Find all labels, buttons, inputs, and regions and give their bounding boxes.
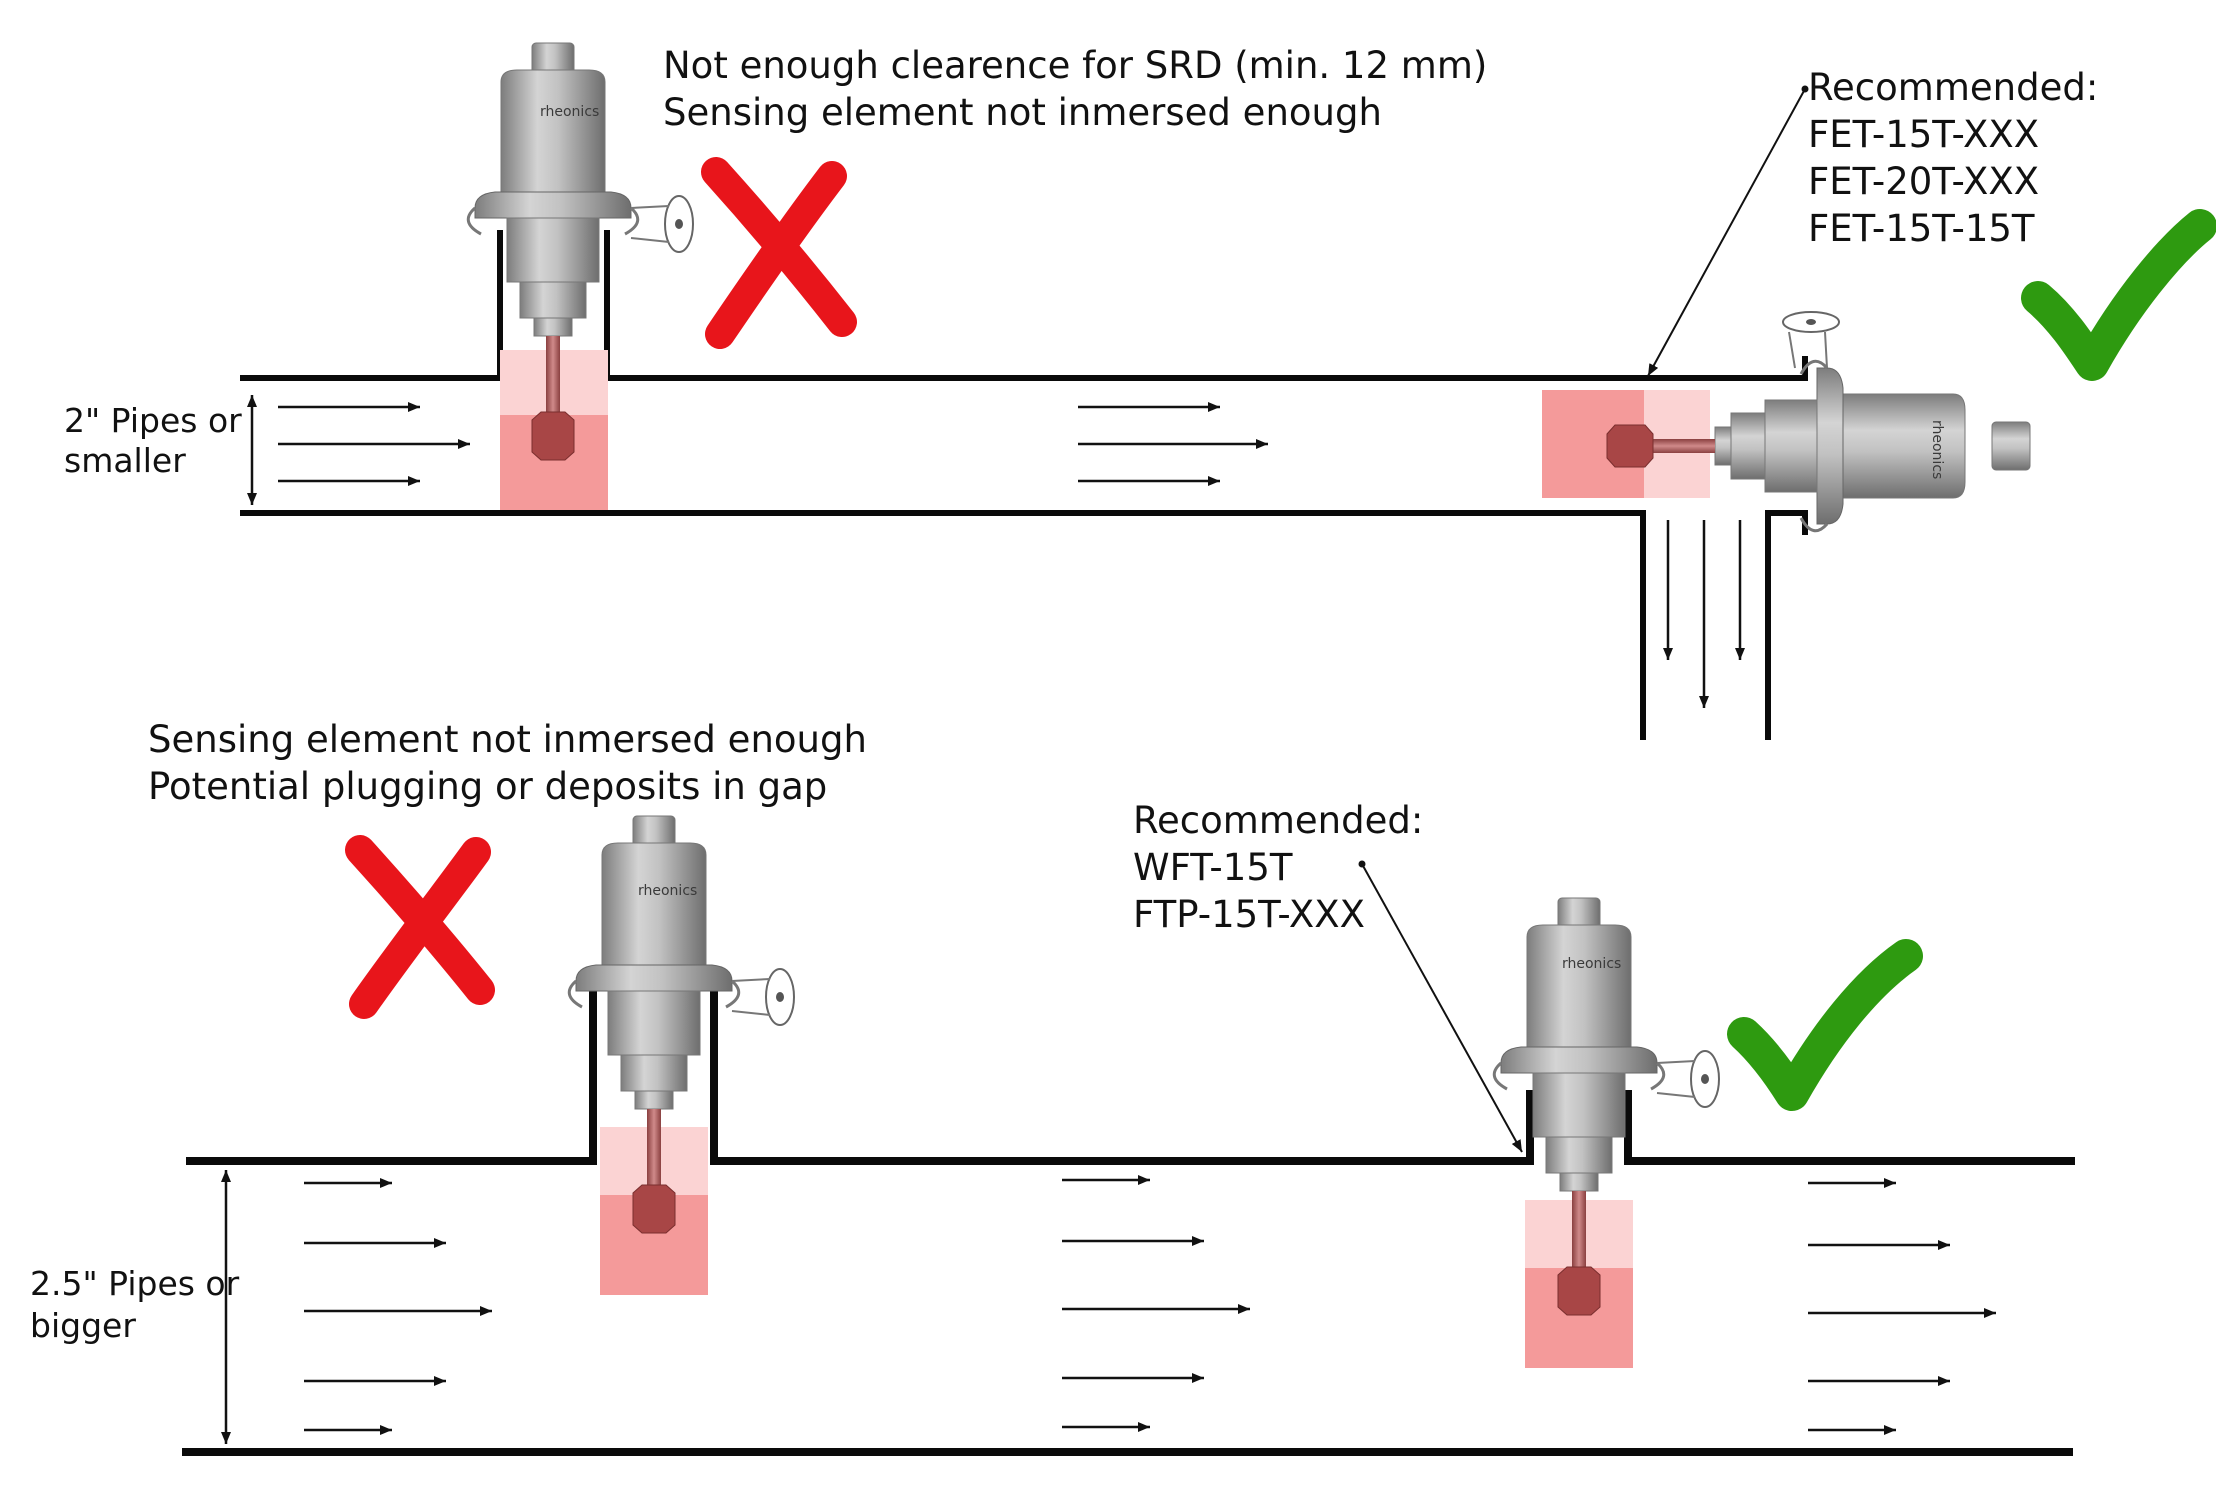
text-line: FET-20T-XXX [1808, 160, 2039, 203]
text-line: FTP-15T-XXX [1133, 893, 1365, 936]
text-line: FET-15T-XXX [1808, 113, 2039, 156]
green-check-icon [1727, 939, 1923, 1111]
text-line: Not enough clearence for SRD (min. 12 mm… [663, 44, 1487, 87]
top-good-sensor-brand: rheonics [1929, 420, 1945, 479]
text-line: Recommended: [1133, 799, 1423, 842]
top-flow-arrows [278, 402, 1745, 708]
text-line: 2.5" Pipes or [30, 1264, 240, 1303]
green-check-icon [2021, 209, 2216, 381]
bottom-bad-sensor-brand: rheonics [638, 883, 697, 899]
text-line: Recommended: [1808, 66, 2098, 109]
top-bad-note: Not enough clearence for SRD (min. 12 mm… [663, 44, 1487, 134]
text-line: smaller [64, 441, 186, 480]
top-good-leader-line [1647, 88, 1806, 377]
text-line: bigger [30, 1306, 136, 1345]
bottom-good-leader-line [1361, 863, 1523, 1153]
red-cross-icon [701, 157, 857, 349]
text-line: Sensing element not inmersed enough [663, 91, 1382, 134]
text-line: 2" Pipes or [64, 401, 242, 440]
text-line: FET-15T-15T [1808, 207, 2035, 250]
red-cross-icon [345, 835, 495, 1019]
bottom-pipe [182, 990, 2075, 1456]
text-line: Sensing element not inmersed enough [148, 718, 867, 761]
text-line: Potential plugging or deposits in gap [148, 765, 827, 808]
bottom-flow-arrows [304, 1175, 1996, 1435]
top-bad-sensor-brand: rheonics [540, 104, 599, 120]
bottom-good-sensor-brand: rheonics [1562, 956, 1621, 972]
text-line: WFT-15T [1133, 846, 1293, 889]
